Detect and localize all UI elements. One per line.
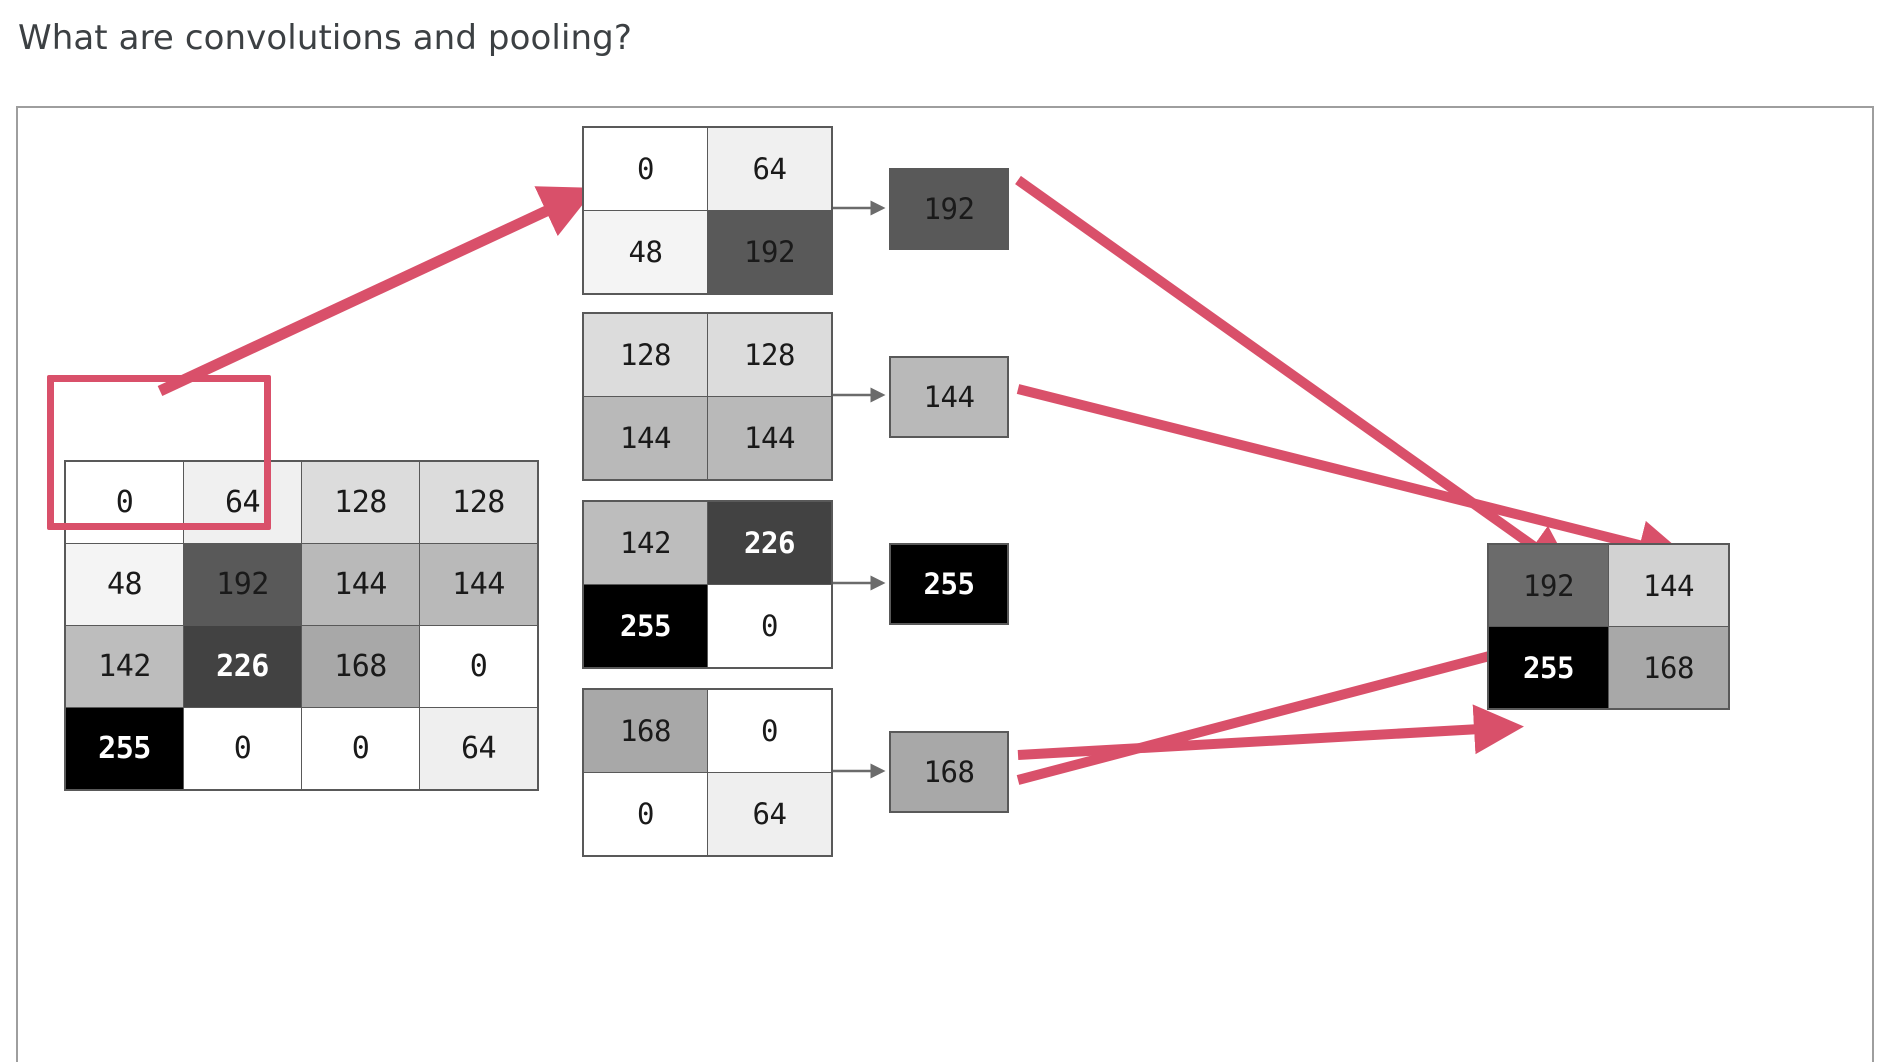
pooling-window-selection — [47, 375, 271, 530]
window0-cell-r0c1: 64 — [708, 128, 831, 210]
window2-cell-r0c1: 226 — [708, 502, 831, 584]
window1-cell-r1c1: 144 — [708, 397, 831, 479]
source-cell-r1c3: 144 — [420, 544, 537, 625]
output-cell-r1c1: 168 — [1609, 627, 1728, 708]
result-box-1: 144 — [889, 356, 1009, 438]
window0-cell-r1c1: 192 — [708, 211, 831, 293]
window3-cell-r0c1: 0 — [708, 690, 831, 772]
source-cell-r1c1: 192 — [184, 544, 301, 625]
output-cell-r0c0: 192 — [1489, 545, 1608, 626]
window0-cell-r1c0: 48 — [584, 211, 707, 293]
output-cell-r0c1: 144 — [1609, 545, 1728, 626]
window-grid-2: 142 226 255 0 — [582, 500, 833, 669]
window3-cell-r1c1: 64 — [708, 773, 831, 855]
source-cell-r3c2: 0 — [302, 708, 419, 789]
window-grid-3: 168 0 0 64 — [582, 688, 833, 857]
arrow-selection-to-window — [157, 186, 596, 396]
source-cell-r3c3: 64 — [420, 708, 537, 789]
arrow-result0-to-output — [1015, 175, 1575, 576]
source-cell-r2c3: 0 — [420, 626, 537, 707]
source-cell-r1c2: 144 — [302, 544, 419, 625]
pooled-output-grid: 192 144 255 168 — [1487, 543, 1730, 710]
result-box-3: 168 — [889, 731, 1009, 813]
source-cell-r3c0: 255 — [66, 708, 183, 789]
arrow-result1-to-output — [1016, 384, 1689, 570]
figure-panel: 0 64 128 128 48 192 144 144 142 226 168 … — [16, 106, 1874, 1062]
window1-cell-r0c0: 128 — [584, 314, 707, 396]
window0-cell-r0c0: 0 — [584, 128, 707, 210]
source-image-grid: 0 64 128 128 48 192 144 144 142 226 168 … — [64, 460, 539, 791]
window2-cell-r1c0: 255 — [584, 585, 707, 667]
result-box-0: 192 — [889, 168, 1009, 250]
source-cell-r0c2: 128 — [302, 462, 419, 543]
source-cell-r0c3: 128 — [420, 462, 537, 543]
source-cell-r2c2: 168 — [302, 626, 419, 707]
window1-cell-r1c0: 144 — [584, 397, 707, 479]
result-box-2: 255 — [889, 543, 1009, 625]
window-grid-0: 0 64 48 192 — [582, 126, 833, 295]
page-title: What are convolutions and pooling? — [18, 18, 632, 58]
window3-cell-r1c0: 0 — [584, 773, 707, 855]
window2-cell-r0c0: 142 — [584, 502, 707, 584]
window3-cell-r0c0: 168 — [584, 690, 707, 772]
source-cell-r2c1: 226 — [184, 626, 301, 707]
window1-cell-r0c1: 128 — [708, 314, 831, 396]
output-cell-r1c0: 255 — [1489, 627, 1608, 708]
arrow-result2-to-output — [1017, 704, 1524, 760]
window-grid-1: 128 128 144 144 — [582, 312, 833, 481]
window2-cell-r1c1: 0 — [708, 585, 831, 667]
source-cell-r1c0: 48 — [66, 544, 183, 625]
connector-lines — [830, 200, 886, 779]
source-cell-r2c0: 142 — [66, 626, 183, 707]
source-cell-r3c1: 0 — [184, 708, 301, 789]
